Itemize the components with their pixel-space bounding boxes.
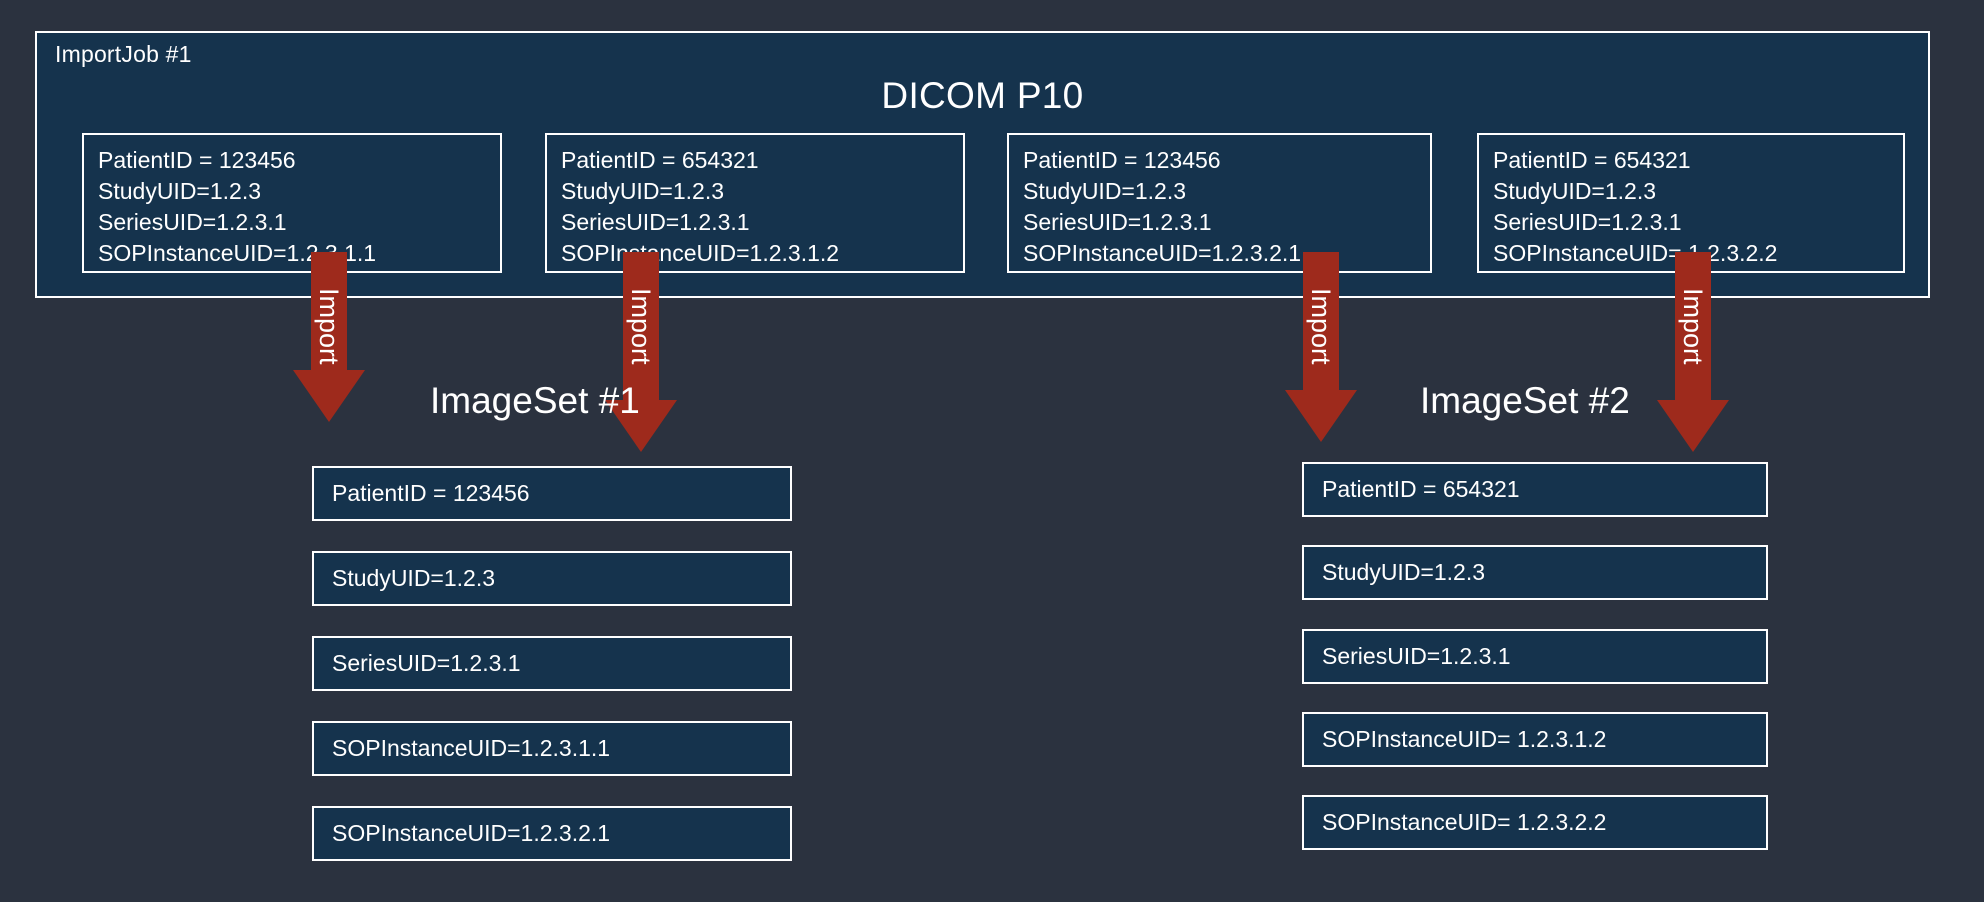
attr-text: PatientID = 654321 bbox=[1322, 476, 1520, 502]
arrow-shaft bbox=[1675, 252, 1711, 400]
dicom-instance-box-4: PatientID = 654321 StudyUID=1.2.3 Series… bbox=[1477, 133, 1905, 273]
imageset-2-row-patient-id: PatientID = 654321 bbox=[1302, 462, 1768, 517]
attr-text: SOPInstanceUID= 1.2.3.1.2 bbox=[1322, 726, 1607, 752]
instance-line-sop-instance-uid: SOPInstanceUID= 1.2.3.2.2 bbox=[1493, 240, 1778, 266]
instance-line-sop-instance-uid: SOPInstanceUID=1.2.3.1.2 bbox=[561, 240, 840, 266]
attr-text: SOPInstanceUID=1.2.3.2.1 bbox=[332, 820, 611, 846]
instance-line-series-uid: SeriesUID=1.2.3.1 bbox=[561, 209, 750, 235]
instance-line-study-uid: StudyUID=1.2.3 bbox=[561, 178, 725, 204]
instance-line-patient-id: PatientID = 654321 bbox=[561, 147, 759, 173]
instance-line-study-uid: StudyUID=1.2.3 bbox=[98, 178, 262, 204]
instance-line-series-uid: SeriesUID=1.2.3.1 bbox=[98, 209, 287, 235]
imageset-2-row-series-uid: SeriesUID=1.2.3.1 bbox=[1302, 629, 1768, 684]
dicom-p10-panel: ImportJob #1 DICOM P10 PatientID = 12345… bbox=[35, 31, 1930, 298]
import-arrow-label: Import bbox=[314, 288, 344, 365]
imageset-2-row-study-uid: StudyUID=1.2.3 bbox=[1302, 545, 1768, 600]
import-arrow-label: Import bbox=[626, 288, 656, 365]
dicom-p10-title: DICOM P10 bbox=[881, 75, 1084, 116]
instance-line-study-uid: StudyUID=1.2.3 bbox=[1493, 178, 1657, 204]
imageset-1-row-patient-id: PatientID = 123456 bbox=[312, 466, 792, 521]
imageset-2-title: ImageSet #2 bbox=[1420, 380, 1630, 421]
imageset-1-row-sop-instance-uid-2: SOPInstanceUID=1.2.3.2.1 bbox=[312, 806, 792, 861]
arrow-head bbox=[605, 400, 677, 452]
arrow-head bbox=[293, 370, 365, 422]
import-arrow-label: Import bbox=[1306, 288, 1336, 365]
dicom-instance-box-1: PatientID = 123456 StudyUID=1.2.3 Series… bbox=[82, 133, 502, 273]
instance-line-patient-id: PatientID = 654321 bbox=[1493, 147, 1691, 173]
instance-line-sop-instance-uid: SOPInstanceUID=1.2.3.1.1 bbox=[98, 240, 377, 266]
instance-line-patient-id: PatientID = 123456 bbox=[98, 147, 296, 173]
instance-line-study-uid: StudyUID=1.2.3 bbox=[1023, 178, 1187, 204]
attr-text: SeriesUID=1.2.3.1 bbox=[332, 650, 521, 676]
imageset-2-row-sop-instance-uid-1: SOPInstanceUID= 1.2.3.1.2 bbox=[1302, 712, 1768, 767]
imageset-1-title: ImageSet #1 bbox=[430, 380, 640, 421]
instance-line-series-uid: SeriesUID=1.2.3.1 bbox=[1023, 209, 1212, 235]
dicom-instance-box-2: PatientID = 654321 StudyUID=1.2.3 Series… bbox=[545, 133, 965, 273]
dicom-instance-box-3: PatientID = 123456 StudyUID=1.2.3 Series… bbox=[1007, 133, 1432, 273]
instance-line-sop-instance-uid: SOPInstanceUID=1.2.3.2.1 bbox=[1023, 240, 1302, 266]
imageset-1-row-sop-instance-uid-1: SOPInstanceUID=1.2.3.1.1 bbox=[312, 721, 792, 776]
attr-text: SOPInstanceUID= 1.2.3.2.2 bbox=[1322, 809, 1607, 835]
attr-text: StudyUID=1.2.3 bbox=[1322, 559, 1486, 585]
import-job-label: ImportJob #1 bbox=[55, 41, 192, 67]
attr-text: PatientID = 123456 bbox=[332, 480, 530, 506]
attr-text: StudyUID=1.2.3 bbox=[332, 565, 496, 591]
attr-text: SOPInstanceUID=1.2.3.1.1 bbox=[332, 735, 611, 761]
import-arrow-label: Import bbox=[1678, 288, 1708, 365]
arrow-shaft bbox=[623, 252, 659, 400]
arrow-head bbox=[1657, 400, 1729, 452]
arrow-shaft bbox=[1303, 252, 1339, 390]
arrow-head bbox=[1285, 390, 1357, 442]
imageset-1-row-study-uid: StudyUID=1.2.3 bbox=[312, 551, 792, 606]
arrow-shaft bbox=[311, 252, 347, 370]
instance-line-patient-id: PatientID = 123456 bbox=[1023, 147, 1221, 173]
imageset-2-row-sop-instance-uid-2: SOPInstanceUID= 1.2.3.2.2 bbox=[1302, 795, 1768, 850]
imageset-1-row-series-uid: SeriesUID=1.2.3.1 bbox=[312, 636, 792, 691]
instance-line-series-uid: SeriesUID=1.2.3.1 bbox=[1493, 209, 1682, 235]
attr-text: SeriesUID=1.2.3.1 bbox=[1322, 643, 1511, 669]
